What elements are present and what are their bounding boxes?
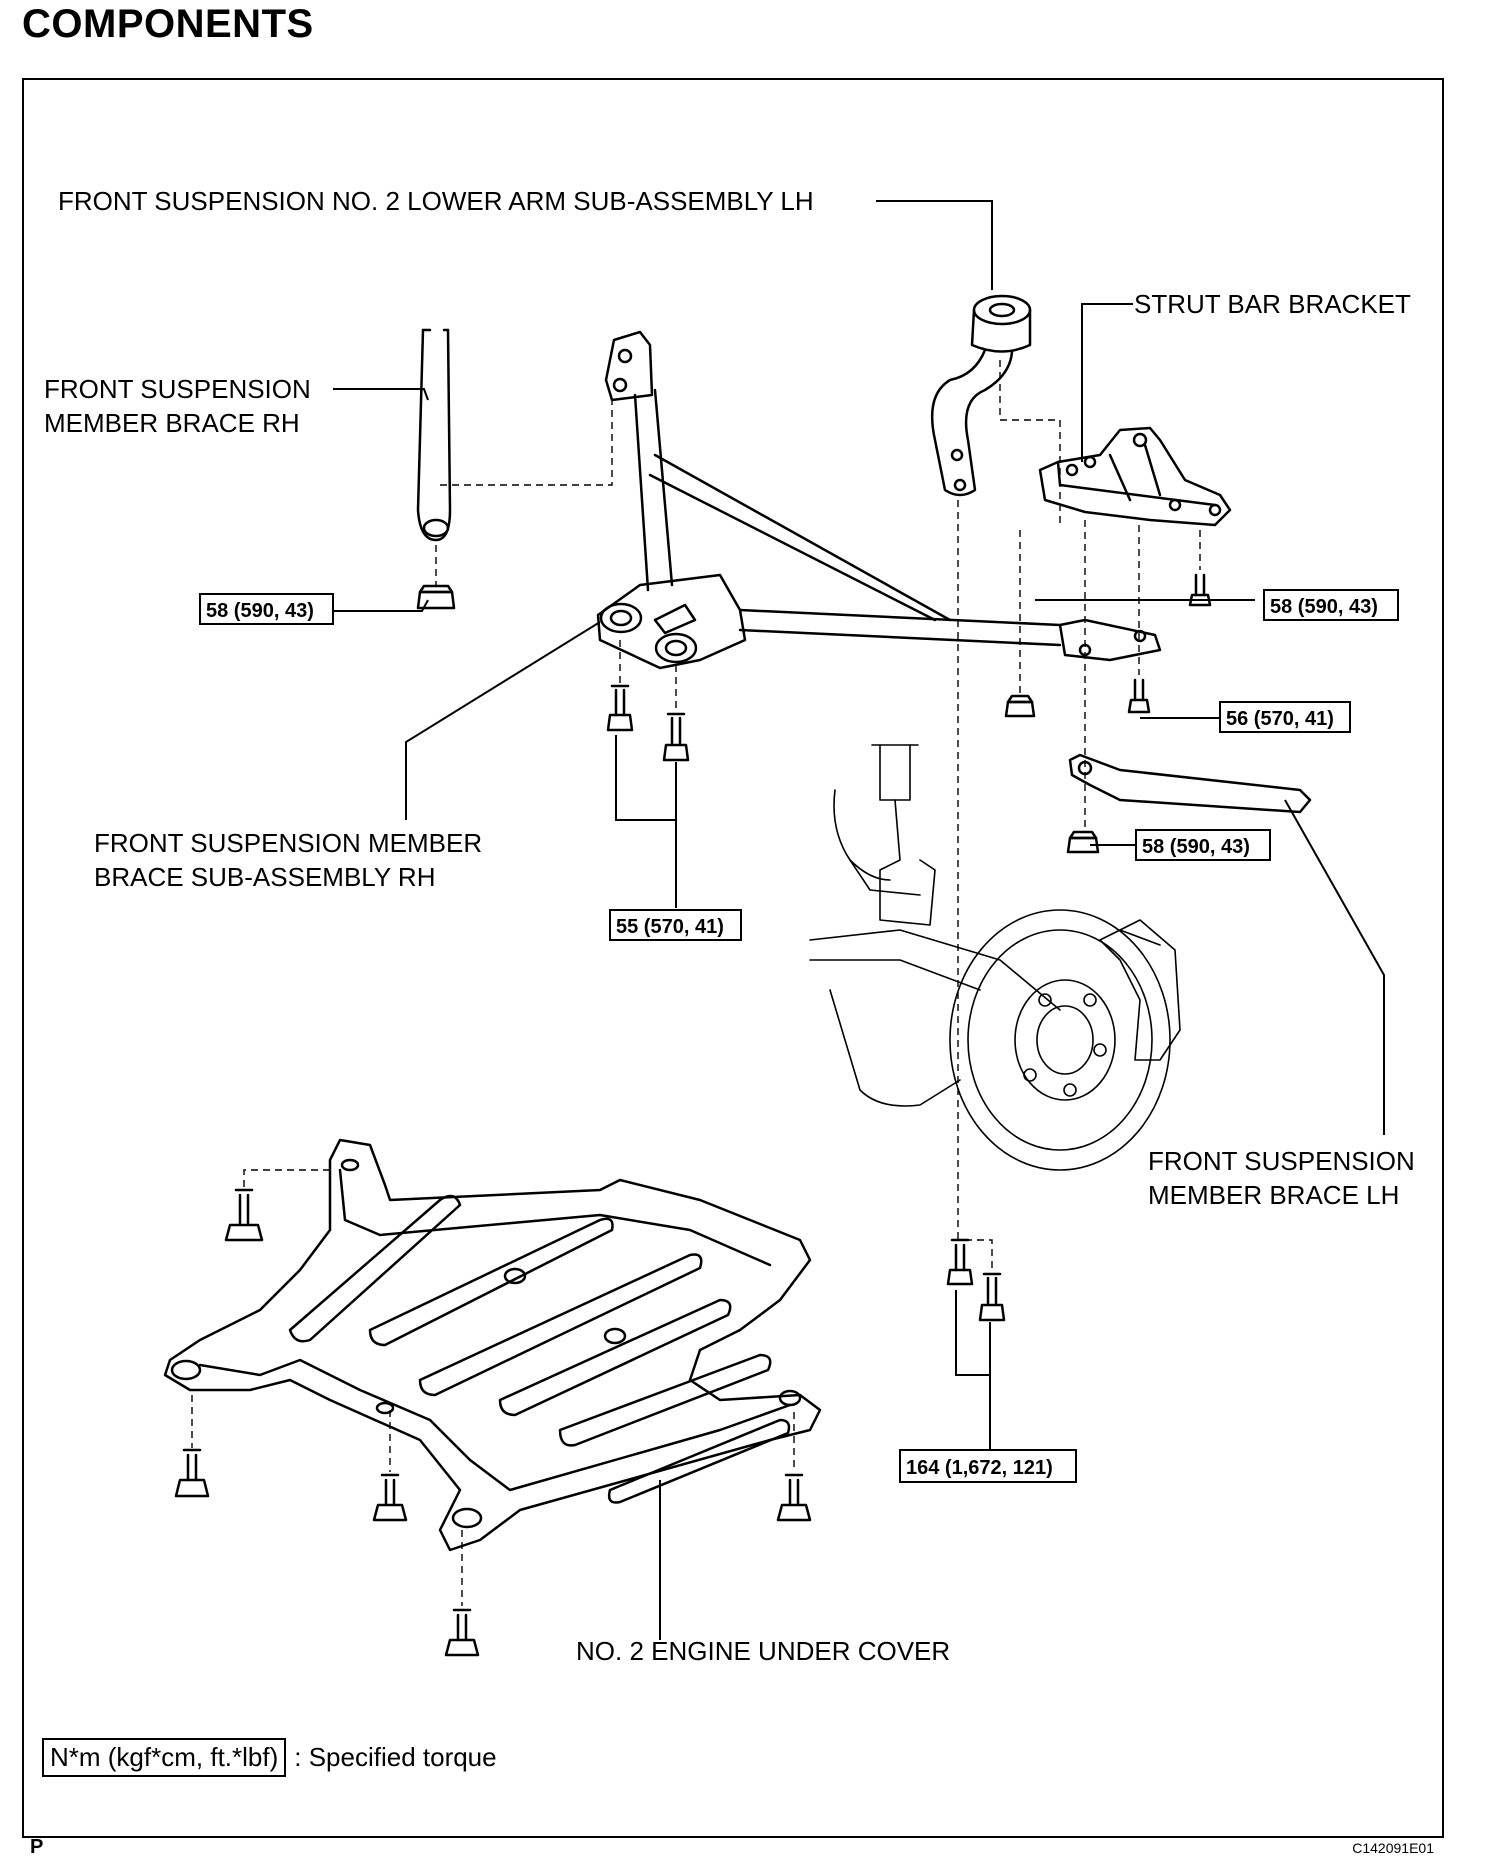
label-brace-lh-line2: MEMBER BRACE LH	[1148, 1180, 1399, 1210]
label-brace-subassy-line1: FRONT SUSPENSION MEMBER	[94, 828, 482, 858]
bolt-icon	[372, 1473, 408, 1522]
bolt-icon	[946, 1238, 974, 1286]
bolt-icon	[776, 1473, 812, 1522]
bolt-icon	[174, 1448, 210, 1498]
bolt-icon	[978, 1272, 1006, 1322]
torque-callout-t5: 55 (570, 41)	[609, 909, 742, 941]
nut-icon	[1066, 830, 1100, 854]
lower-arm-part	[930, 294, 1032, 497]
bolt-icon	[1188, 573, 1212, 607]
torque-callout-t4: 58 (590, 43)	[1135, 829, 1271, 861]
torque-value: 58 (590, 43)	[206, 600, 314, 622]
page-marker: P	[30, 1836, 44, 1858]
strut-knuckle-assembly	[809, 744, 1181, 1171]
bolt-icon	[444, 1608, 480, 1657]
bolt-icon	[606, 684, 634, 732]
diagram-frame	[22, 78, 1444, 1838]
label-brace-rh-line1: FRONT SUSPENSION	[44, 374, 311, 404]
bolt-icon	[662, 712, 690, 762]
engine-under-cover-part	[163, 1138, 822, 1552]
bolt-icon	[224, 1188, 264, 1242]
torque-value: 58 (590, 43)	[1270, 596, 1378, 618]
label-brace-rh-line2: MEMBER BRACE RH	[44, 408, 300, 438]
page-title: COMPONENTS	[22, 2, 314, 46]
leader-lines	[333, 200, 1385, 1640]
member-brace-subassy-part	[596, 330, 1162, 670]
bolt-icon	[1127, 678, 1151, 714]
torque-callout-t3: 56 (570, 41)	[1219, 701, 1351, 733]
nut-icon	[1004, 694, 1036, 718]
label-brace-lh-line1: FRONT SUSPENSION	[1148, 1146, 1415, 1176]
label-under-cover: NO. 2 ENGINE UNDER COVER	[576, 1636, 950, 1666]
label-strut-bar-bracket: STRUT BAR BRACKET	[1134, 289, 1411, 319]
torque-value: 58 (590, 43)	[1142, 836, 1250, 858]
label-brace-subassy-line2: BRACE SUB-ASSEMBLY RH	[94, 862, 435, 892]
torque-callout-t1: 58 (590, 43)	[199, 593, 334, 625]
strut-bar-bracket-part	[1038, 426, 1232, 527]
figure-code: C142091E01	[1352, 1840, 1434, 1856]
member-brace-rh-part	[416, 328, 452, 542]
torque-value: 56 (570, 41)	[1226, 708, 1334, 730]
nut-icon	[416, 584, 456, 610]
torque-value: 164 (1,672, 121)	[906, 1457, 1053, 1479]
torque-legend: N*m (kgf*cm, ft.*lbf) : Specified torque	[42, 1738, 497, 1777]
torque-callout-t6: 164 (1,672, 121)	[899, 1449, 1077, 1483]
legend-unit-box: N*m (kgf*cm, ft.*lbf)	[42, 1738, 287, 1777]
label-lower-arm: FRONT SUSPENSION NO. 2 LOWER ARM SUB-ASS…	[58, 186, 814, 216]
member-brace-lh-part	[1068, 753, 1312, 814]
legend-text: : Specified torque	[294, 1742, 497, 1772]
torque-value: 55 (570, 41)	[616, 916, 724, 938]
torque-callout-t2: 58 (590, 43)	[1263, 589, 1399, 621]
